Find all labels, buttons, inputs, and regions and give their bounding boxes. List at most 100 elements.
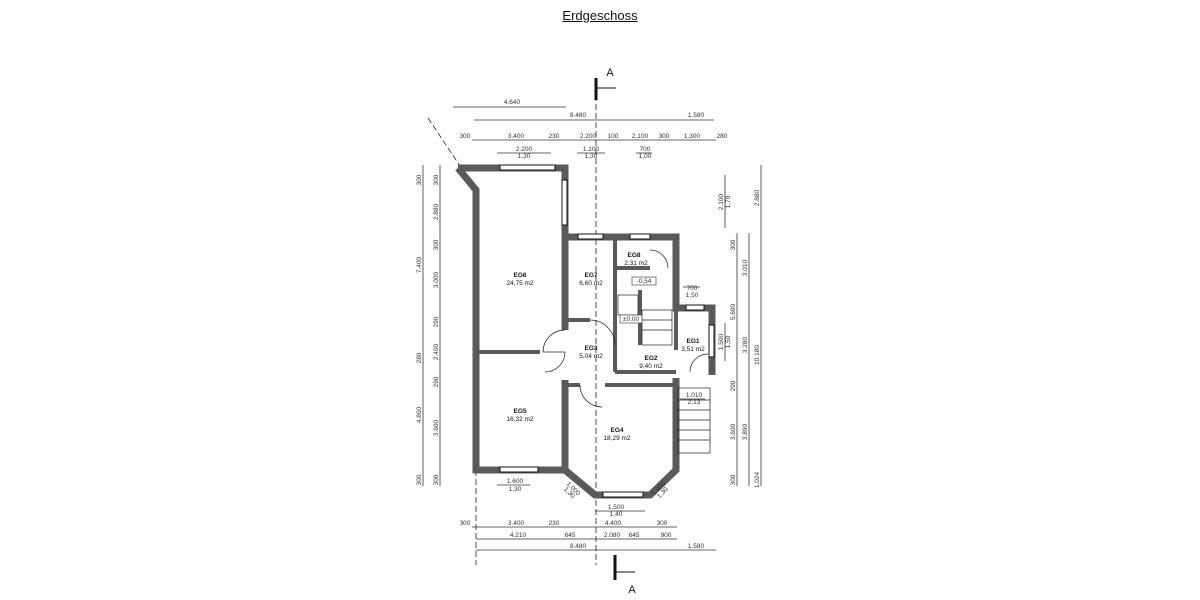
dim-label: 1.600 (507, 478, 524, 485)
dim-label: 2.880 (433, 203, 440, 220)
dim-label: 7.400 (416, 256, 423, 273)
dim-label: 1.024 (754, 471, 761, 488)
dim-label: 1.300 (684, 133, 701, 140)
dim-label: 3.280 (742, 336, 749, 353)
dim-label: 3.600 (433, 419, 440, 436)
room-name: EG4 (610, 427, 623, 434)
room-name: EG5 (513, 408, 526, 415)
dim-label: 2.200 (516, 146, 533, 153)
dim-label: 1,30 (509, 486, 522, 493)
dim-label: 1,70 (725, 195, 732, 208)
level-box (631, 276, 657, 286)
door-swing (542, 329, 566, 353)
dim-label: 300 (730, 239, 737, 250)
window (561, 179, 568, 226)
dim-label: 290 (433, 316, 440, 327)
door-swing (589, 319, 616, 346)
dim-label: 1.100 (583, 146, 600, 153)
dim-label: 8.480 (570, 112, 587, 119)
room-name: EG3 (584, 345, 597, 352)
dim-label: 300 (460, 133, 471, 140)
level-label: ±0,00 (623, 316, 640, 323)
dim-label: 300 (433, 174, 440, 185)
door-swing (544, 351, 566, 373)
dim-label: 300 (460, 520, 471, 527)
dimension-lines (422, 106, 762, 551)
room-area: 2,31 m2 (624, 260, 648, 267)
section-label-bottom: A (628, 584, 636, 596)
room-name: EG7 (584, 272, 597, 279)
dim-label: 2.400 (433, 343, 440, 360)
room-name: EG2 (644, 355, 657, 362)
door-swing (689, 353, 709, 373)
room-area: 6,60 m2 (579, 280, 603, 287)
room-area: 16,32 m2 (506, 416, 533, 423)
dim-label: 290 (433, 376, 440, 387)
dim-label: 300 (433, 239, 440, 250)
dim-label: 4.210 (510, 532, 527, 539)
dim-label: 4.800 (416, 406, 423, 423)
dim-label: 1.500 (718, 333, 725, 350)
room-area: 9,40 m2 (639, 363, 663, 370)
room-name: EG1 (686, 338, 699, 345)
dim-label: 700 (640, 146, 651, 153)
room-name: EG6 (513, 272, 526, 279)
dim-label: 700 (687, 285, 698, 292)
room-area: 18,29 m2 (603, 435, 630, 442)
room-area: 24,75 m2 (506, 280, 533, 287)
dim-label: 3.890 (742, 423, 749, 440)
drawing-title: Erdgeschoss (562, 8, 638, 23)
dim-label: 645 (629, 532, 640, 539)
windows (499, 164, 715, 498)
dim-label: 900 (661, 532, 672, 539)
window (577, 233, 604, 240)
dim-label: 1,40 (610, 511, 623, 518)
exterior-walls (455, 164, 716, 499)
dim-label: 3.000 (433, 271, 440, 288)
window (499, 164, 556, 171)
dim-label: 300 (659, 133, 670, 140)
window (629, 233, 651, 240)
window (685, 304, 705, 311)
dim-label: 1.580 (688, 543, 705, 550)
dim-label: 300 (433, 474, 440, 485)
room-labels: EG6 24,75 m2 EG7 6,60 m2 EG8 2,31 m2 EG3… (506, 252, 705, 442)
dim-label: 1,30 (585, 153, 598, 160)
window (708, 324, 715, 358)
window (499, 466, 539, 473)
dim-label: 3.400 (508, 133, 525, 140)
stairs (617, 294, 711, 454)
dim-label: 280 (717, 133, 728, 140)
dim-label: 1,00 (639, 153, 652, 160)
dim-label: 290 (730, 380, 737, 391)
dim-label: 2.100 (718, 193, 725, 210)
doors (542, 249, 709, 408)
dim-label: 280 (416, 352, 423, 363)
dim-label: 300 (657, 520, 668, 527)
dim-label: 1.500 (608, 504, 625, 511)
dim-label: 1,50 (686, 292, 699, 299)
dim-label: 300 (730, 474, 737, 485)
dim-label: 8.480 (570, 543, 587, 550)
level-label: -0,54 (637, 278, 652, 285)
room-name: EG8 (627, 252, 640, 259)
dim-label: 230 (549, 133, 560, 140)
dim-label: 2.880 (754, 189, 761, 206)
dim-label: 100 (608, 133, 619, 140)
dim-label: 3.600 (730, 423, 737, 440)
dim-label: 4.640 (504, 99, 521, 106)
dim-label: 2.200 (580, 133, 597, 140)
dim-label: 2,13 (688, 399, 701, 406)
dim-label: 1.580 (688, 112, 705, 119)
dim-label: 1,50 (725, 335, 732, 348)
level-box (619, 314, 643, 324)
dim-label: 300 (416, 174, 423, 185)
dim-label: 1.010 (686, 392, 703, 399)
left-dims: 300 7.400 280 4.800 300 300 2.880 300 3.… (416, 174, 440, 485)
door-swing (579, 384, 603, 408)
dim-label: 10.180 (754, 345, 761, 365)
dim-label: 645 (565, 532, 576, 539)
room-area: 5,04 m2 (579, 353, 603, 360)
room-area: 3,51 m2 (681, 346, 705, 353)
